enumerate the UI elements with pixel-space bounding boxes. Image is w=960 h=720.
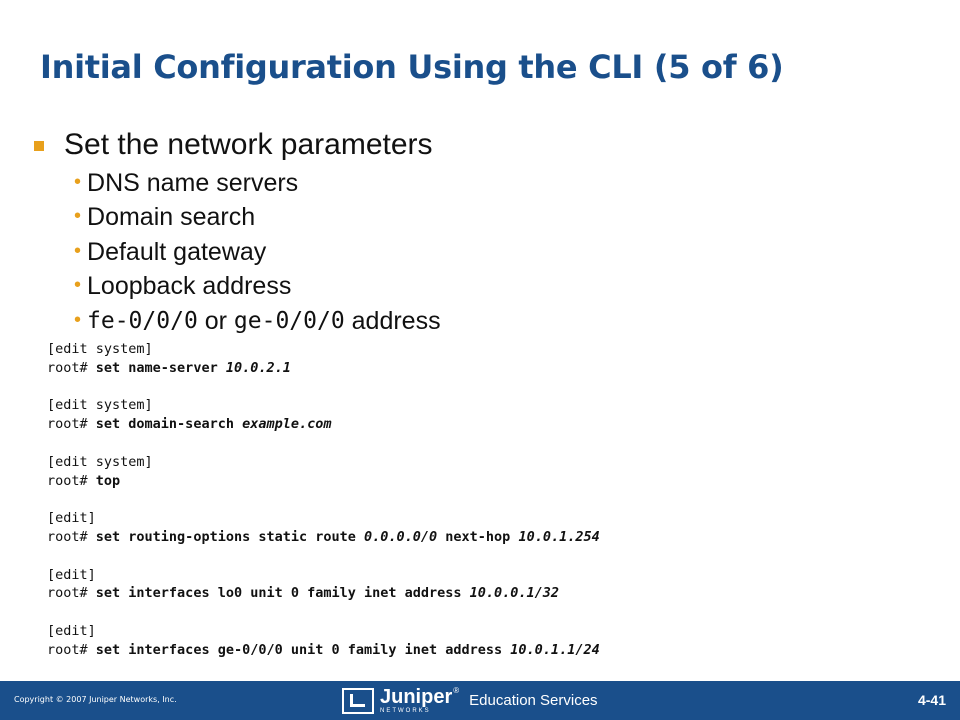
code-command-line: root# set routing-options static route 0… <box>47 528 600 547</box>
bullet-dot-icon: • <box>74 205 82 228</box>
code-prompt: root# <box>47 641 96 658</box>
bullet-dot-icon: • <box>74 308 82 331</box>
code-command-line: root# set interfaces ge-0/0/0 unit 0 fam… <box>47 641 600 660</box>
sub-bullet: • Domain search <box>74 201 441 236</box>
code-context-line: [edit system] <box>47 397 153 414</box>
code-context-line: [edit system] <box>47 341 153 357</box>
code-argument: 10.0.1.254 <box>518 528 600 545</box>
square-bullet-icon <box>34 141 44 151</box>
code-context-line: [edit] <box>47 566 96 583</box>
code-command: set domain-search <box>95 416 243 433</box>
bullet-dot-icon: • <box>74 274 82 297</box>
main-bullet: Set the network parameters <box>34 128 433 162</box>
footer-logo-group: Juniper® NETWORKS Education Services <box>342 687 598 714</box>
cli-code-block: [edit system] root# set name-server 10.0… <box>47 340 600 660</box>
sub-bullet-interfaces: • fe-0/0/0 or ge-0/0/0 address <box>74 304 441 339</box>
page-number: 4-41 <box>917 692 946 708</box>
copyright-text: Copyright © 2007 Juniper Networks, Inc. <box>14 695 177 704</box>
code-command: set name-server <box>95 359 226 376</box>
juniper-logo-icon <box>342 687 374 714</box>
footer-bar: Copyright © 2007 Juniper Networks, Inc. … <box>0 681 960 720</box>
interface-fe-code: fe-0/0/0 <box>87 308 198 335</box>
or-text: or <box>197 306 234 335</box>
sub-bullet: • Loopback address <box>74 270 441 305</box>
code-argument: 0.0.0.0/0 <box>364 528 438 545</box>
sub-bullet-text: Default gateway <box>87 237 267 266</box>
code-prompt: root# <box>47 359 96 376</box>
code-blank-line <box>47 547 600 566</box>
brand-name: Juniper <box>380 686 453 708</box>
code-prompt: root# <box>47 528 96 545</box>
code-command: set interfaces lo0 unit 0 family inet ad… <box>95 585 470 602</box>
code-command-line: root# set domain-search example.com <box>47 415 600 434</box>
code-context-line: [edit] <box>47 622 96 639</box>
code-blank-line <box>47 434 600 453</box>
code-command: top <box>95 472 121 489</box>
code-context-line: [edit] <box>47 510 96 527</box>
education-services-label: Education Services <box>469 692 598 709</box>
code-blank-line <box>47 490 600 509</box>
code-argument: 10.0.2.1 <box>225 359 291 376</box>
code-context-line: [edit system] <box>47 453 153 470</box>
bullet-dot-icon: • <box>74 170 82 193</box>
code-blank-line <box>47 378 600 397</box>
sub-bullet: • Default gateway <box>74 235 441 270</box>
brand-subtitle: NETWORKS <box>380 708 431 714</box>
registered-mark: ® <box>453 686 460 695</box>
sub-bullet: • DNS name servers <box>74 166 441 201</box>
code-argument: example.com <box>242 416 332 433</box>
code-argument: 10.0.0.1/32 <box>469 585 560 602</box>
slide-title: Initial Configuration Using the CLI (5 o… <box>40 48 784 86</box>
code-command: set interfaces ge-0/0/0 unit 0 family in… <box>95 641 511 658</box>
sub-bullet-text: Loopback address <box>87 272 292 301</box>
code-command-line: root# set interfaces lo0 unit 0 family i… <box>47 584 600 603</box>
code-command: set routing-options static route <box>95 528 364 545</box>
interface-ge-code: ge-0/0/0 <box>233 308 345 335</box>
bullet-dot-icon: • <box>74 239 82 262</box>
main-bullet-text: Set the network parameters <box>64 128 433 161</box>
juniper-logo-text: Juniper® NETWORKS <box>380 686 460 715</box>
code-argument: 10.0.1.1/24 <box>510 641 600 658</box>
code-prompt: root# <box>47 472 96 489</box>
code-prompt: root# <box>47 416 96 433</box>
code-command-line: root# set name-server 10.0.2.1 <box>47 359 600 378</box>
sub-bullet-text: Domain search <box>87 203 256 232</box>
code-command: next-hop <box>437 528 519 545</box>
code-blank-line <box>47 603 600 622</box>
address-text: address <box>344 306 441 335</box>
sub-bullet-list: • DNS name servers • Domain search • Def… <box>74 166 441 339</box>
code-prompt: root# <box>47 585 96 602</box>
code-command-line: root# top <box>47 472 600 491</box>
sub-bullet-text: DNS name servers <box>87 168 299 197</box>
